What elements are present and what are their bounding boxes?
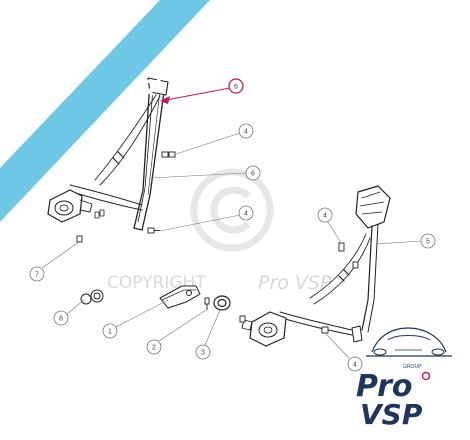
pin-part-2 — [204, 297, 210, 310]
svg-text:8: 8 — [59, 316, 63, 323]
watermark-brand: Pro VSP — [258, 272, 332, 294]
svg-text:6: 6 — [234, 84, 238, 91]
callout-1: 1 — [102, 323, 118, 339]
callout-4-lower: 4 — [347, 356, 363, 372]
seal-part-8 — [80, 289, 104, 305]
leader-lines — [41, 87, 422, 359]
callout-7: 7 — [29, 266, 45, 282]
logo-pro-text: Pro — [356, 369, 412, 404]
callout-4-right: 4 — [317, 207, 333, 223]
bolt-part-4-mid — [147, 227, 160, 234]
svg-text:4: 4 — [353, 362, 357, 369]
callout-8: 8 — [53, 310, 69, 326]
copyright-watermark: COPYRIGHT Pro VSP — [107, 168, 332, 294]
left-belt-assembly — [47, 77, 169, 231]
logo-vsp-text: VSP — [360, 398, 423, 431]
handle-part-1 — [159, 285, 201, 309]
svg-text:4: 4 — [244, 211, 248, 218]
callout-6-mid: 6 — [245, 165, 261, 181]
site-banner: pro-piece-vsp.com — [0, 0, 210, 222]
right-belt-assembly — [241, 185, 391, 347]
bushing-part-3 — [213, 295, 231, 311]
logo-accent-dot — [421, 371, 431, 381]
svg-text:4: 4 — [323, 213, 327, 220]
callout-5: 5 — [420, 233, 436, 249]
callout-3: 3 — [195, 344, 211, 360]
svg-text:6: 6 — [251, 171, 255, 178]
provsp-logo: GROUP Pro VSP — [356, 327, 452, 431]
svg-text:7: 7 — [35, 272, 39, 279]
bolt-part-4-upper — [161, 151, 176, 158]
svg-text:4: 4 — [244, 129, 248, 136]
highlight-arrow — [160, 96, 170, 104]
logo-group-text: GROUP — [403, 364, 422, 370]
callout-2: 2 — [146, 339, 162, 355]
svg-text:1: 1 — [108, 329, 112, 336]
callout-4-upper: 4 — [238, 123, 254, 139]
svg-text:3: 3 — [201, 350, 205, 357]
svg-text:2: 2 — [152, 345, 156, 352]
clip-part-7 — [76, 235, 83, 243]
callout-6-top: 6 — [228, 78, 244, 94]
svg-text:5: 5 — [426, 239, 430, 246]
callout-4-mid: 4 — [238, 205, 254, 221]
